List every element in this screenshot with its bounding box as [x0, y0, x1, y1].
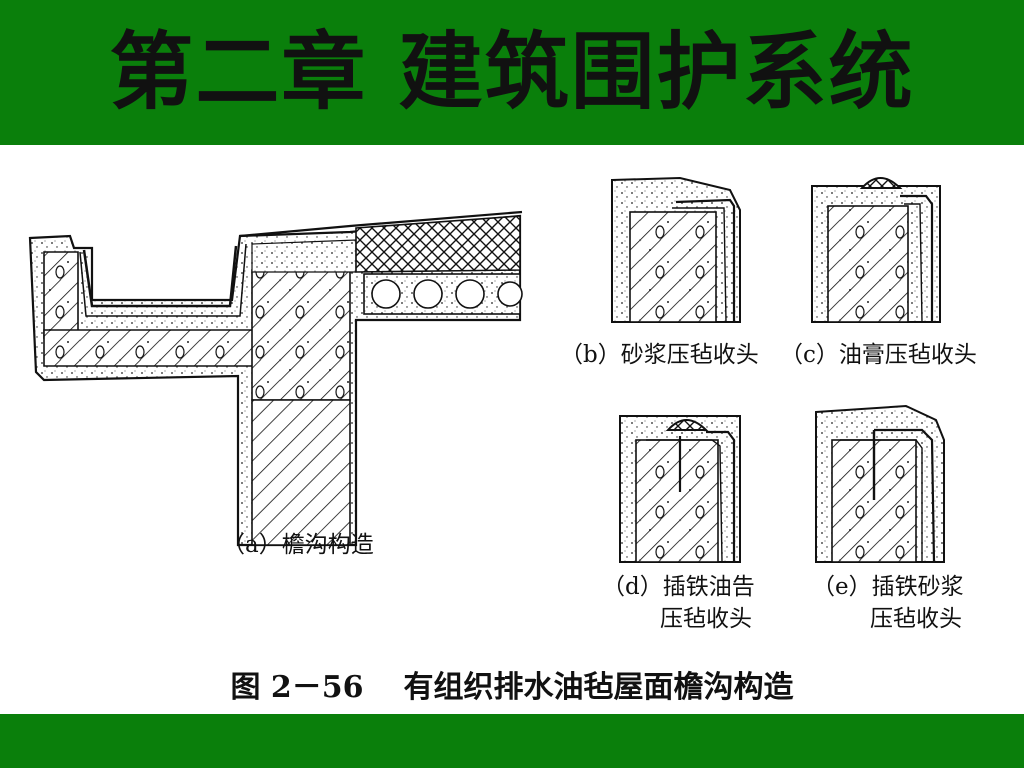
caption-c: （c）油膏压毡收头: [780, 342, 977, 368]
caption-d-line2: 压毡收头: [660, 606, 752, 632]
diagram-c: [811, 177, 941, 323]
figure-number: 图 2－56: [230, 670, 364, 705]
diagram-d: [619, 415, 741, 563]
diagram-e: [815, 404, 945, 563]
caption-d-line1: （d）插铁油告: [602, 574, 755, 600]
footer-banner: [0, 714, 1024, 768]
diagram-a-gutter: [28, 210, 523, 547]
slide-title: 第二章 建筑围护系统: [109, 23, 915, 121]
figure-caption: 图 2－56 有组织排水油毡屋面檐沟构造: [0, 662, 1024, 706]
diagram-b: [611, 176, 741, 323]
figure-title: 有组织排水油毡屋面檐沟构造: [403, 670, 794, 705]
caption-e-line2: 压毡收头: [870, 606, 962, 632]
caption-b: （b）砂浆压毡收头: [560, 342, 759, 368]
caption-a: （a）檐沟构造: [222, 532, 374, 558]
caption-e-line1: （e）插铁砂浆: [812, 574, 964, 600]
figure-diagrams: （a）檐沟构造 （b）砂浆压毡收头 （c）油膏压毡收头 （d）插铁油告 压毡收头…: [28, 176, 977, 632]
title-banner: [0, 0, 1024, 145]
